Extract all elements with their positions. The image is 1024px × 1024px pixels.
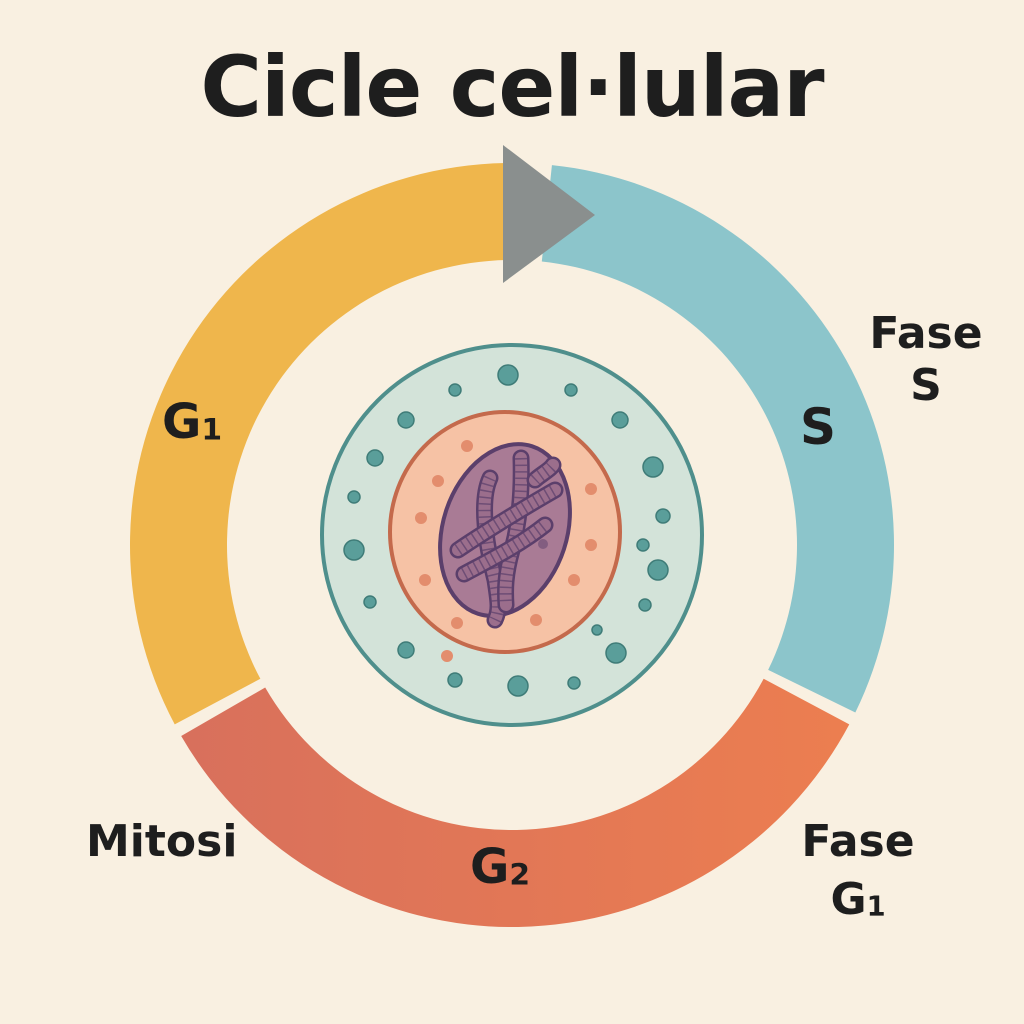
organelle bbox=[447, 672, 463, 688]
organelle bbox=[397, 641, 415, 659]
organelle bbox=[366, 449, 384, 467]
nuclear-dot bbox=[530, 614, 542, 626]
nuclear-dot bbox=[585, 483, 597, 495]
organelle bbox=[647, 559, 669, 581]
organelle bbox=[611, 411, 629, 429]
nuclear-dot bbox=[415, 512, 427, 524]
outer-label-mitosi: Mitosi bbox=[86, 816, 238, 867]
diagram-title: Cicle cel·lular bbox=[200, 38, 824, 136]
organelle bbox=[448, 383, 462, 397]
nuclear-dot bbox=[419, 574, 431, 586]
chromosome-bands bbox=[478, 475, 504, 623]
organelle bbox=[567, 676, 581, 690]
organelle bbox=[605, 642, 627, 664]
organelle bbox=[347, 490, 361, 504]
nuclear-dot bbox=[441, 650, 453, 662]
segment-label-g2: G2 bbox=[470, 839, 531, 895]
outer-label-fase-s: Fase S bbox=[869, 308, 983, 411]
organelles bbox=[343, 364, 671, 697]
nuclear-dot bbox=[461, 440, 473, 452]
ring-segment-g2 bbox=[181, 678, 850, 927]
segment-label-g1: G1 bbox=[162, 394, 223, 450]
nuclear-dots bbox=[415, 440, 597, 662]
nuclear-dot bbox=[585, 539, 597, 551]
cycle-direction-arrow-icon bbox=[503, 145, 595, 283]
ring-segment-g1 bbox=[129, 163, 508, 725]
chromosomes bbox=[449, 449, 564, 629]
organelle bbox=[343, 539, 365, 561]
ring-segment-s bbox=[541, 165, 895, 713]
organelle bbox=[636, 538, 650, 552]
organelle bbox=[642, 456, 664, 478]
organelle bbox=[564, 383, 578, 397]
segment-label-s: S bbox=[800, 398, 837, 456]
organelle bbox=[397, 411, 415, 429]
outer-label-fase-g1: Fase G1 bbox=[801, 816, 915, 925]
organelle bbox=[655, 508, 671, 524]
chromosome-fill bbox=[529, 459, 559, 486]
organelle bbox=[497, 364, 519, 386]
nuclear-dot bbox=[432, 475, 444, 487]
nuclear-dot bbox=[451, 617, 463, 629]
chromosome-fill bbox=[452, 484, 561, 556]
nuclear-dot bbox=[568, 574, 580, 586]
nucleolus bbox=[538, 539, 548, 549]
organelle bbox=[363, 595, 377, 609]
cell bbox=[320, 343, 704, 727]
chromosome-bands bbox=[461, 520, 549, 580]
organelle bbox=[638, 598, 652, 612]
organelle bbox=[507, 675, 529, 697]
organelle bbox=[591, 624, 603, 636]
